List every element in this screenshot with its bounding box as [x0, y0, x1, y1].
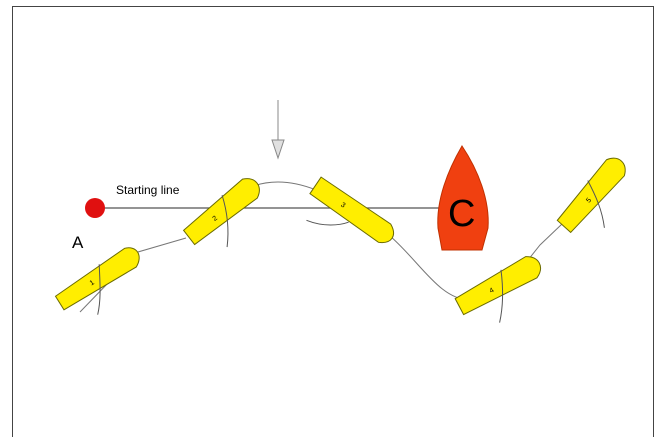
buoy-icon	[85, 198, 105, 218]
boat-1-sail	[97, 264, 101, 315]
boat-3-sail	[306, 219, 349, 226]
boat-5: 5	[556, 157, 626, 234]
frame-border-right	[653, 6, 654, 437]
committee-boat-icon: C	[437, 145, 489, 251]
boat-2-sail	[221, 195, 229, 248]
boat-4-number: 4	[488, 287, 495, 295]
boat-2-number: 2	[212, 215, 219, 223]
boat-1-number: 1	[89, 279, 96, 287]
boat-4: 4	[454, 256, 541, 323]
frame-border-top	[12, 6, 654, 7]
mark-label: A	[72, 233, 84, 252]
committee-boat-label: C	[448, 193, 475, 235]
boat-3: 3	[306, 176, 394, 244]
starting-line-label: Starting line	[116, 183, 180, 197]
frame-border-left	[12, 6, 13, 437]
boat-3-number: 3	[339, 202, 346, 210]
boat-1: 1	[54, 247, 140, 315]
boat-2: 2	[182, 178, 260, 248]
boat-5-sail	[587, 180, 605, 228]
boat-4-sail	[499, 269, 504, 323]
boat-5-number: 5	[585, 197, 593, 205]
wind-arrow-icon	[271, 100, 285, 160]
